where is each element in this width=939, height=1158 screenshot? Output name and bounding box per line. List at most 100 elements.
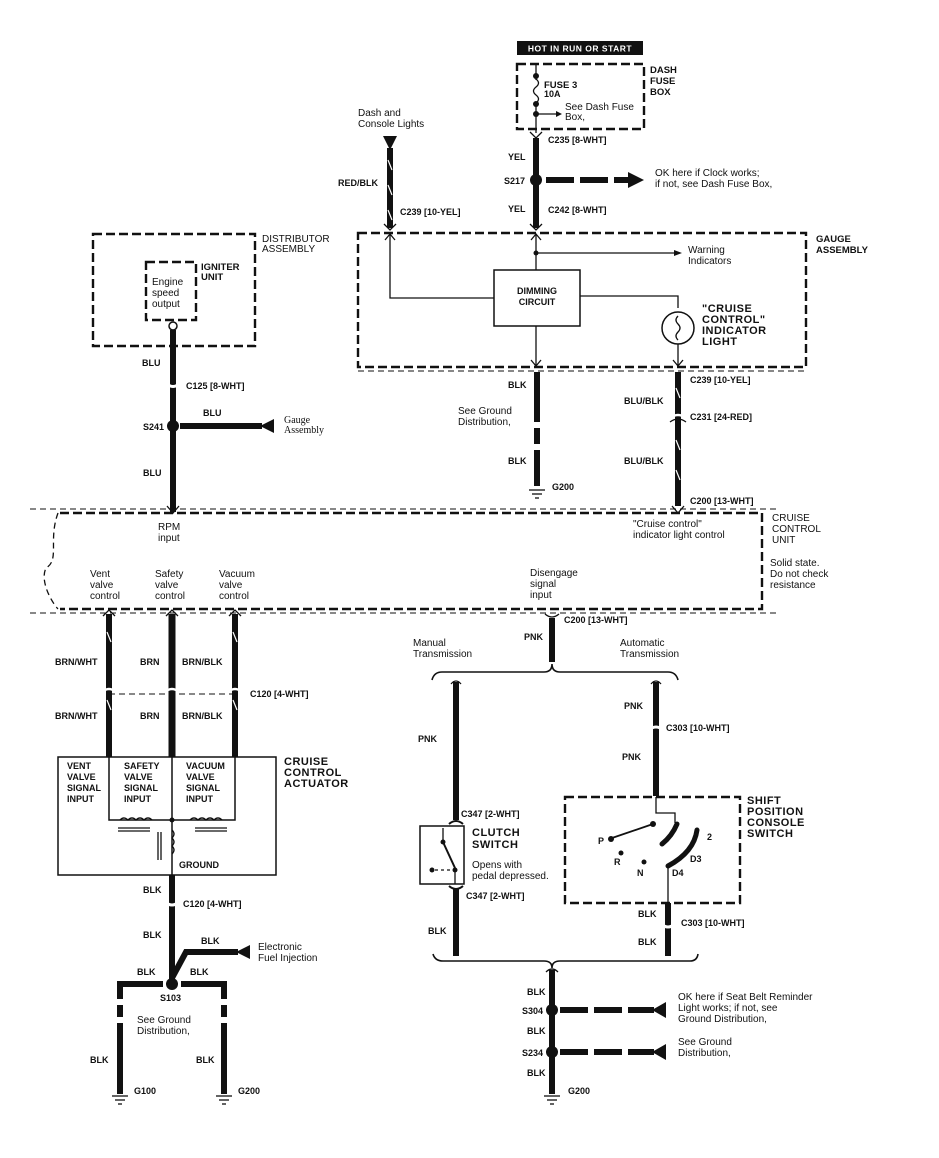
safety-valve-control-label: control bbox=[155, 591, 185, 602]
dimming-circuit-label: CIRCUIT bbox=[519, 297, 556, 307]
connector-c120-icon bbox=[164, 687, 180, 693]
connector-c200-label: C200 [13-WHT] bbox=[690, 496, 754, 506]
igniter-unit-label: UNIT bbox=[201, 272, 223, 283]
see-ground-note: Distribution, bbox=[458, 417, 511, 428]
splice-s234-label: S234 bbox=[522, 1048, 543, 1058]
connector-c242-icon bbox=[529, 223, 543, 231]
efi-label: Fuel Injection bbox=[258, 953, 317, 964]
connector-c125-icon bbox=[164, 381, 182, 388]
connector-c239-label: C239 [10-YEL] bbox=[690, 375, 751, 385]
transmission-section: C200 [13-WHT] PNK Manual Transmission Au… bbox=[413, 613, 805, 969]
wire-color-label: BLK bbox=[143, 885, 162, 895]
shift-switch-label: CONSOLE bbox=[747, 817, 805, 829]
safety-valve-input-label: VALVE bbox=[124, 772, 153, 782]
indicator-light-label: INDICATOR bbox=[702, 325, 767, 337]
connector-c120-icon bbox=[101, 687, 117, 693]
connector-pin-icon bbox=[672, 359, 684, 368]
position-contact bbox=[641, 859, 647, 865]
distributor-assembly-section: DISTRIBUTOR ASSEMBLY IGNITER UNIT Engine… bbox=[91, 232, 330, 512]
wire-stripe bbox=[106, 631, 112, 643]
cruise-control-actuator-section: BRN/WHT BRN BRN/BLK C120 [4-WHT] BRN/WHT… bbox=[55, 609, 349, 876]
connector-pin-icon bbox=[650, 680, 662, 685]
disengage-input-label: signal bbox=[530, 579, 556, 590]
dash-fuse-box-label: BOX bbox=[650, 87, 671, 98]
cruise-unit-left-edge bbox=[43, 512, 59, 610]
wire-color-label: BRN bbox=[140, 657, 160, 667]
connector-pin-icon bbox=[530, 359, 542, 368]
wire-color-label: YEL bbox=[508, 152, 526, 162]
cruise-control-unit-section: CRUISE CONTROL UNIT Solid state. Do not … bbox=[30, 505, 829, 614]
arrow-right-icon bbox=[556, 111, 562, 117]
connector-c231-icon bbox=[669, 418, 687, 423]
vent-valve-input-label: SIGNAL bbox=[67, 783, 102, 793]
wire-color-label: PNK bbox=[624, 701, 644, 711]
actuator-label: CONTROL bbox=[284, 767, 342, 779]
wire-stripe bbox=[387, 184, 393, 196]
shift-switch-outline bbox=[563, 795, 742, 905]
splice-s304-label: S304 bbox=[522, 1006, 543, 1016]
see-ground-note: See Ground bbox=[678, 1037, 732, 1048]
indicator-light-label: LIGHT bbox=[702, 336, 738, 348]
wire-blk-g200 bbox=[181, 981, 227, 1094]
connector-c239-label: C239 [10-YEL] bbox=[400, 207, 461, 217]
terminal-icon bbox=[168, 321, 178, 331]
connector-c347-label: C347 [2-WHT] bbox=[461, 809, 520, 819]
dash-console-lights-section: Dash and Console Lights RED/BLK C239 [10… bbox=[338, 108, 461, 231]
arrow-left-icon bbox=[236, 945, 250, 959]
connector-c235-label: C235 [8-WHT] bbox=[548, 135, 607, 145]
seatbelt-note: Light works; if not, see bbox=[678, 1003, 778, 1014]
ground-g200-icon bbox=[529, 489, 545, 499]
wire-color-label: BLK bbox=[508, 380, 527, 390]
left-ground-section: BLK C120 [4-WHT] BLK BLK Electronic Fuel… bbox=[90, 875, 317, 1105]
vacuum-valve-input-label: SIGNAL bbox=[186, 783, 221, 793]
engine-speed-label: Engine bbox=[152, 277, 184, 288]
junction-dot bbox=[169, 817, 175, 823]
connector-c347-icon bbox=[448, 820, 464, 825]
vacuum-valve-input-label: VALVE bbox=[186, 772, 215, 782]
connector-c120-icon bbox=[227, 687, 243, 693]
cruise-unit-outline bbox=[60, 511, 764, 611]
wire-color-label: PNK bbox=[524, 632, 544, 642]
shift-switch-label: SWITCH bbox=[747, 828, 793, 840]
rpm-input-label: input bbox=[158, 533, 180, 544]
wire-color-label: BRN bbox=[140, 711, 160, 721]
fuse-terminal bbox=[533, 73, 539, 79]
wire-color-label: BLK bbox=[201, 936, 220, 946]
connector-c303-icon bbox=[648, 725, 664, 732]
dash-fuse-box-outline bbox=[515, 62, 646, 131]
cruise-unit-note: resistance bbox=[770, 580, 816, 591]
shift-switch-label: SHIFT bbox=[747, 795, 781, 807]
connector-c200-label: C200 [13-WHT] bbox=[564, 615, 628, 625]
connector-c303-label: C303 [10-WHT] bbox=[681, 918, 745, 928]
switch-contact bbox=[452, 867, 458, 873]
connector-pin-icon bbox=[165, 609, 179, 617]
wire-color-label: BLU/BLK bbox=[624, 396, 664, 406]
shift-switch-feed bbox=[655, 797, 676, 823]
splice-s103-label: S103 bbox=[160, 993, 181, 1003]
gauge-assembly-outline bbox=[356, 231, 808, 369]
clutch-switch-note: Opens with bbox=[472, 860, 522, 871]
wire-stripe bbox=[232, 699, 238, 711]
right-ground-section: BLK S304 OK here if Seat Belt Reminder L… bbox=[522, 968, 813, 1105]
switch-arm bbox=[442, 841, 456, 869]
connector-c231-label: C231 [24-RED] bbox=[690, 412, 752, 422]
vacuum-valve-control-label: valve bbox=[219, 580, 243, 591]
arrow-right-icon bbox=[674, 250, 682, 256]
disengage-input-label: Disengage bbox=[530, 568, 578, 579]
clutch-switch-note: pedal depressed. bbox=[472, 871, 549, 882]
vent-valve-input-label: VALVE bbox=[67, 772, 96, 782]
wire-color-label: BLK bbox=[196, 1055, 215, 1065]
wire-color-label: BLK bbox=[527, 1068, 546, 1078]
fuse-rating: 10A bbox=[544, 89, 561, 99]
indicator-control-label: "Cruise control" bbox=[633, 519, 702, 530]
automatic-transmission-label: Automatic bbox=[620, 638, 664, 649]
connector-c125-label: C125 [8-WHT] bbox=[186, 381, 245, 391]
connector-pin-icon bbox=[228, 609, 242, 617]
shift-switch-label: POSITION bbox=[747, 806, 804, 818]
indicator-light-label: "CRUISE bbox=[702, 303, 752, 315]
clock-note: OK here if Clock works; bbox=[655, 168, 759, 179]
engine-speed-label: speed bbox=[152, 288, 179, 299]
actuator-label: ACTUATOR bbox=[284, 778, 349, 790]
dash-fuse-box-section: HOT IN RUN OR START DASH FUSE BOX FUSE 3… bbox=[504, 41, 772, 231]
dash-lights-label: Console Lights bbox=[358, 119, 424, 130]
